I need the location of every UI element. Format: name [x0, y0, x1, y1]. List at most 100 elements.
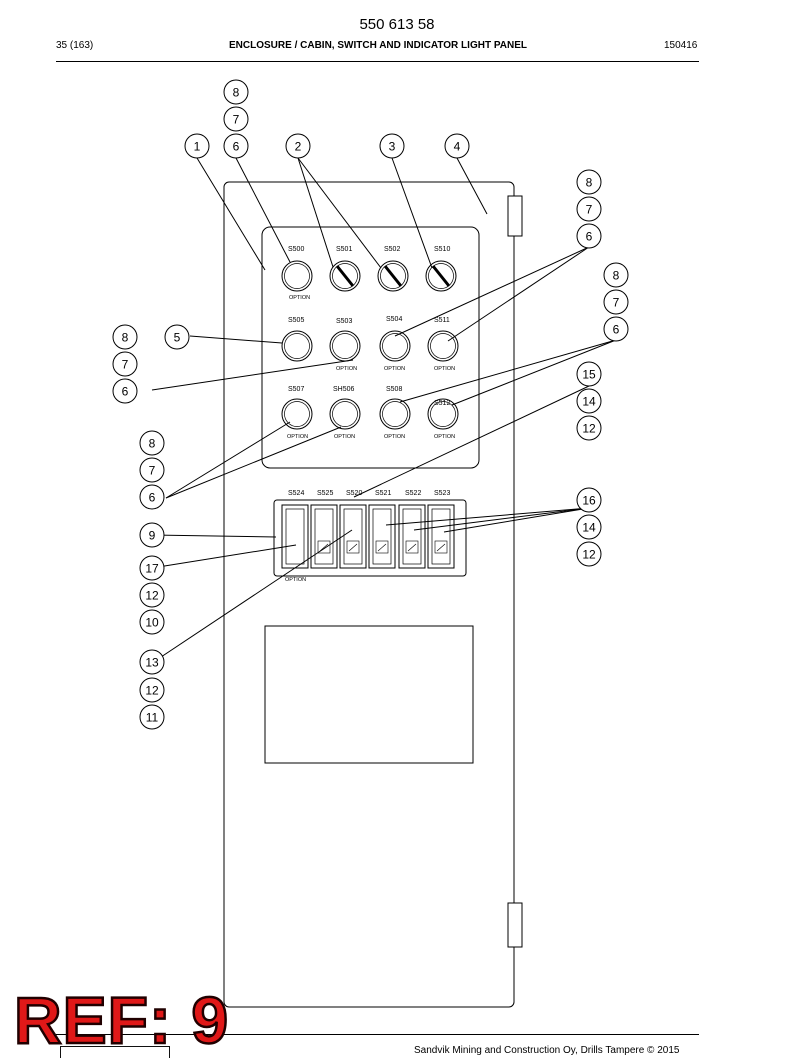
callout-1: 1 — [184, 133, 210, 159]
rocker-switch-s525 — [310, 504, 338, 569]
svg-text:6: 6 — [233, 140, 240, 154]
switch-knob-s508 — [379, 398, 411, 430]
svg-text:2: 2 — [295, 140, 302, 154]
switch-knob-s505 — [281, 330, 313, 362]
callout-6: 6 — [139, 484, 165, 510]
option-label: OPTION — [434, 366, 455, 372]
leader-line — [447, 246, 590, 342]
leader-line — [151, 529, 353, 664]
option-label: OPTION — [434, 434, 455, 440]
header-rule — [56, 61, 699, 62]
callout-8: 8 — [223, 79, 249, 105]
rocker-label: S520 — [346, 490, 362, 497]
callout-16: 16 — [576, 487, 602, 513]
svg-text:6: 6 — [613, 323, 620, 337]
switch-knob-s507 — [281, 398, 313, 430]
svg-text:1: 1 — [194, 140, 201, 154]
svg-text:7: 7 — [233, 113, 240, 127]
switch-knob-s504 — [379, 330, 411, 362]
callout-7: 7 — [139, 457, 165, 483]
svg-text:16: 16 — [582, 494, 596, 508]
leader-line — [165, 426, 342, 499]
callout-8: 8 — [139, 430, 165, 456]
leader-line — [391, 157, 433, 269]
callout-9: 9 — [139, 522, 165, 548]
switch-label: S508 — [386, 386, 402, 393]
switch-label: S502 — [384, 246, 400, 253]
page-number: 35 (163) — [56, 40, 94, 51]
callout-13: 13 — [139, 649, 165, 675]
rocker-label: S525 — [317, 490, 333, 497]
svg-text:12: 12 — [145, 684, 159, 698]
rocker-switch-s521 — [368, 504, 396, 569]
switch-label: SH506 — [333, 386, 355, 393]
svg-text:4: 4 — [454, 140, 461, 154]
callout-11: 11 — [139, 704, 165, 730]
callout-8: 8 — [603, 262, 629, 288]
leader-line — [456, 157, 488, 215]
switch-label: S510 — [434, 246, 450, 253]
callout-10: 10 — [139, 609, 165, 635]
callout-7: 7 — [576, 196, 602, 222]
leader-line — [413, 507, 590, 531]
callout-12: 12 — [139, 677, 165, 703]
callout-7: 7 — [223, 106, 249, 132]
svg-text:12: 12 — [582, 422, 596, 436]
svg-text:15: 15 — [582, 368, 596, 382]
option-label: OPTION — [285, 577, 306, 583]
leader-line — [189, 335, 283, 344]
rocker-switch-s523 — [427, 504, 455, 569]
footer-rule — [56, 1034, 699, 1035]
callout-7: 7 — [112, 351, 138, 377]
callout-15: 15 — [576, 361, 602, 387]
page-title: ENCLOSURE / CABIN, SWITCH AND INDICATOR … — [229, 40, 527, 51]
switch-knob-s501 — [329, 260, 361, 292]
leader-line — [151, 359, 354, 391]
callout-3: 3 — [379, 133, 405, 159]
callout-5: 5 — [164, 324, 190, 350]
callout-6: 6 — [223, 133, 249, 159]
rocker-label: S521 — [375, 490, 391, 497]
svg-text:12: 12 — [582, 548, 596, 562]
leader-line — [394, 246, 590, 337]
leader-line — [151, 544, 297, 569]
option-label: OPTION — [289, 295, 310, 301]
switch-label: S512 — [434, 400, 450, 407]
svg-text:7: 7 — [586, 203, 593, 217]
switch-label: S500 — [288, 246, 304, 253]
svg-text:14: 14 — [582, 395, 596, 409]
svg-text:5: 5 — [174, 331, 181, 345]
svg-text:8: 8 — [122, 331, 129, 345]
svg-text:17: 17 — [145, 562, 159, 576]
option-label: OPTION — [287, 434, 308, 440]
svg-text:7: 7 — [613, 296, 620, 310]
leader-line — [353, 385, 590, 498]
switch-label: S505 — [288, 317, 304, 324]
callout-6: 6 — [603, 316, 629, 342]
svg-text:3: 3 — [389, 140, 396, 154]
callout-8: 8 — [112, 324, 138, 350]
rocker-label: S524 — [288, 490, 304, 497]
callout-2: 2 — [285, 133, 311, 159]
rocker-switch-s524 — [281, 504, 309, 569]
switch-label: S501 — [336, 246, 352, 253]
leader-line — [151, 534, 277, 538]
callout-4: 4 — [444, 133, 470, 159]
switch-knob-s511 — [427, 330, 459, 362]
switch-label: S511 — [434, 317, 450, 324]
rocker-switch-panel — [273, 499, 467, 577]
option-label: OPTION — [336, 366, 357, 372]
rocker-label: S522 — [405, 490, 421, 497]
svg-text:8: 8 — [149, 437, 156, 451]
leader-line — [165, 421, 291, 499]
svg-text:14: 14 — [582, 521, 596, 535]
svg-text:8: 8 — [613, 269, 620, 283]
callout-12: 12 — [576, 415, 602, 441]
leader-line — [196, 157, 266, 271]
switch-knob-sh506 — [329, 398, 361, 430]
svg-text:13: 13 — [145, 656, 159, 670]
callout-12: 12 — [139, 582, 165, 608]
option-label: OPTION — [384, 366, 405, 372]
leader-line — [399, 339, 617, 403]
